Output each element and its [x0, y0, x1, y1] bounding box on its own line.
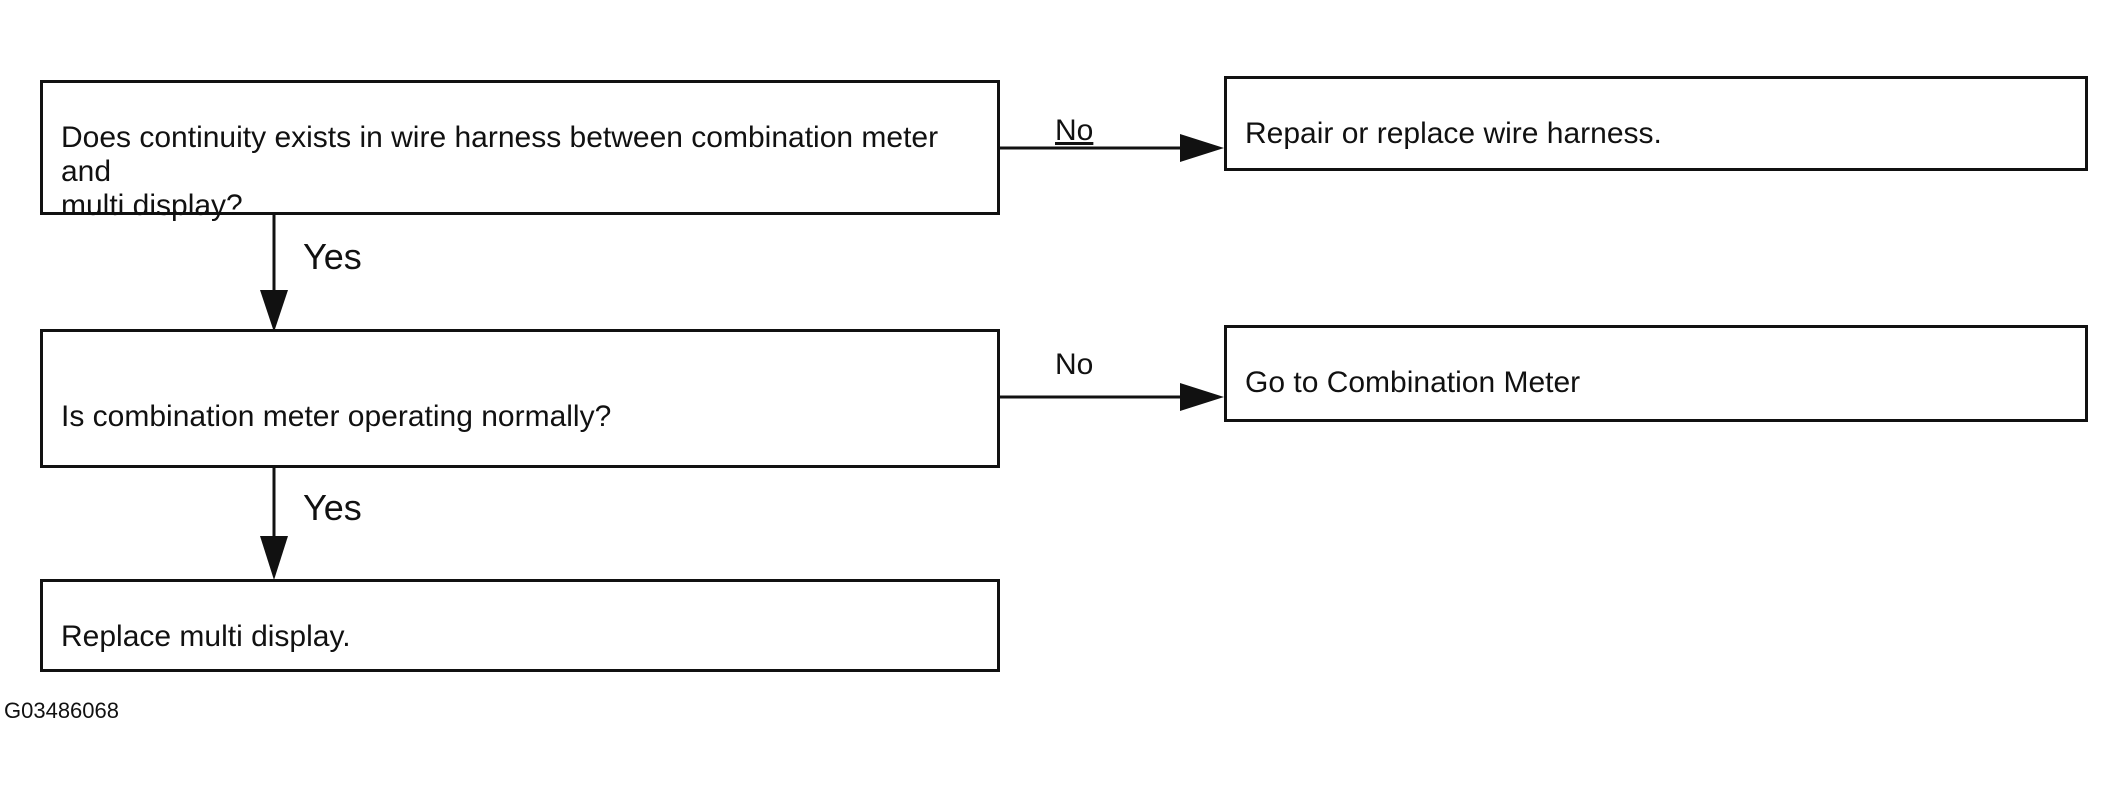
- edge-q1-no-arrowhead: [1180, 134, 1224, 162]
- node-q1-text: Does continuity exists in wire harness b…: [61, 121, 939, 222]
- node-q2-meter-question: Is combination meter operating normally?: [40, 329, 1000, 468]
- edge-q2-no-arrowhead: [1180, 383, 1224, 411]
- edge-q1-yes-arrowhead: [260, 290, 288, 332]
- figure-id: G03486068: [4, 698, 119, 723]
- node-a2-goto-combination-meter: Go to Combination Meter: [1224, 325, 2088, 422]
- node-a1-text: Repair or replace wire harness.: [1245, 117, 1662, 150]
- node-a3-replace-display: Replace multi display.: [40, 579, 1000, 672]
- node-a1-repair-harness: Repair or replace wire harness.: [1224, 76, 2088, 171]
- edge-q2-no-label: No: [1055, 348, 1094, 381]
- edge-q1-yes-label: Yes: [303, 236, 362, 277]
- edge-q2-yes-label: Yes: [303, 487, 362, 528]
- node-q2-text: Is combination meter operating normally?: [61, 400, 612, 433]
- node-a2-text: Go to Combination Meter: [1245, 366, 1581, 399]
- edge-q1-no-label: No: [1055, 114, 1094, 147]
- node-q1-continuity-question: Does continuity exists in wire harness b…: [40, 80, 1000, 222]
- node-a3-text: Replace multi display.: [61, 620, 351, 653]
- edge-q2-yes-arrowhead: [260, 536, 288, 580]
